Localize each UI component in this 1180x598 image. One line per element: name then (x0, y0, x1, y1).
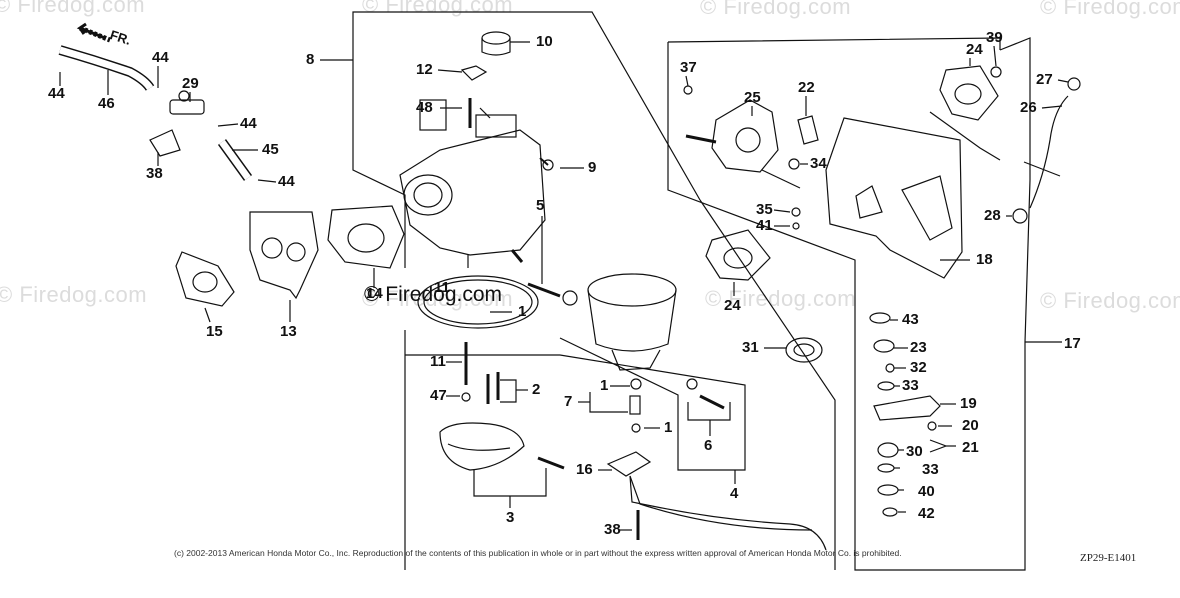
callout-19: 19 (960, 395, 977, 412)
callout-33: 33 (902, 377, 919, 394)
callout-35: 35 (756, 201, 773, 218)
callout-9: 9 (588, 159, 597, 176)
callout-12: 12 (416, 61, 433, 78)
callout-5: 5 (536, 197, 545, 214)
diagram-code: ZP29-E1401 (1080, 552, 1137, 564)
callout-1: 1 (664, 419, 673, 436)
watermark: © Firedog.com (1040, 288, 1180, 313)
callout-11: 11 (430, 353, 446, 370)
callout-14: 14 (366, 285, 383, 302)
callout-47: 47 (430, 387, 447, 404)
callout-48: 48 (416, 99, 433, 116)
callout-31: 31 (742, 339, 759, 356)
watermark: © Firedog.com (705, 286, 857, 311)
callout-8: 8 (306, 51, 315, 68)
callout-28: 28 (984, 207, 1001, 224)
watermark: © Firedog.com (0, 0, 146, 17)
callout-43: 43 (902, 311, 919, 328)
callout-46: 46 (98, 95, 115, 112)
watermark: © Firedog.com (362, 286, 514, 311)
watermark: © Firedog.com (700, 0, 852, 19)
watermark: © Firedog.com (0, 282, 148, 307)
callout-40: 40 (918, 483, 935, 500)
callout-16: 16 (576, 461, 593, 478)
callout-30: 30 (906, 443, 923, 460)
callout-23: 23 (910, 339, 927, 356)
callout-45: 45 (262, 141, 279, 158)
callout-44: 44 (48, 85, 65, 102)
callout-3: 3 (506, 509, 515, 526)
callout-10: 10 (536, 33, 553, 50)
callout-39: 39 (986, 29, 1003, 46)
callout-17: 17 (1064, 335, 1081, 352)
callout-44: 44 (152, 49, 169, 66)
callout-38: 38 (146, 165, 163, 182)
callout-44: 44 (240, 115, 257, 132)
callout-18: 18 (976, 251, 993, 268)
watermark: © Firedog.com (1040, 0, 1180, 19)
callout-24: 24 (966, 41, 983, 58)
callout-25: 25 (744, 89, 761, 106)
callout-24: 24 (724, 297, 741, 314)
callout-44: 44 (278, 173, 295, 190)
callout-37: 37 (680, 59, 697, 76)
callout-33: 33 (922, 461, 939, 478)
callout-7: 7 (564, 393, 573, 410)
callout-22: 22 (798, 79, 815, 96)
callout-34: 34 (810, 155, 827, 172)
callout-32: 32 (910, 359, 927, 376)
callout-15: 15 (206, 323, 223, 340)
callout-20: 20 (962, 417, 979, 434)
callout-21: 21 (962, 439, 979, 456)
watermark: © Firedog.com (362, 0, 514, 17)
callout-29: 29 (182, 75, 199, 92)
callout-11: 11 (434, 279, 450, 296)
copyright-notice: (c) 2002-2013 American Honda Motor Co., … (174, 548, 902, 558)
callout-13: 13 (280, 323, 297, 340)
callout-1-upper: 1 (600, 377, 609, 394)
callout-1: 1 (518, 303, 527, 320)
callout-38: 38 (604, 521, 621, 538)
watermark-center: © Firedog.com (364, 283, 503, 306)
callout-27: 27 (1036, 71, 1053, 88)
callout-41: 41 (756, 217, 773, 234)
callout-42: 42 (918, 505, 935, 522)
callout-4: 4 (730, 485, 739, 502)
callout-6: 6 (704, 437, 713, 454)
callout-26: 26 (1020, 99, 1037, 116)
callout-2: 2 (532, 381, 541, 398)
